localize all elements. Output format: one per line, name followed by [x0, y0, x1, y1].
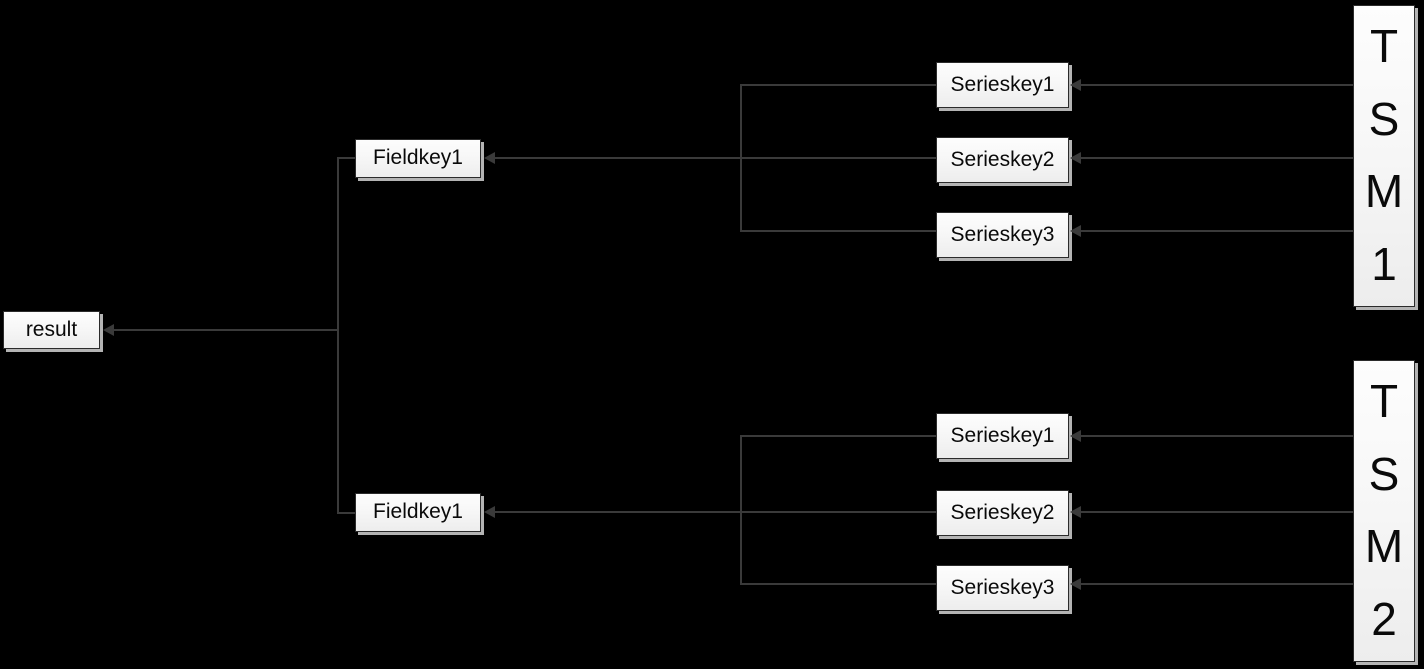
node-fieldkey-2[interactable]: Fieldkey1	[355, 493, 481, 532]
arrow-tsm2-to-serieskey-1	[1070, 430, 1081, 442]
arrow-tsm1-to-serieskey-3	[1070, 225, 1081, 237]
node-tsm2[interactable]: T S M 2	[1353, 360, 1415, 662]
edge-tsm2-serieskey-3	[1080, 583, 1353, 585]
node-tsm2-char-3: 2	[1371, 592, 1397, 645]
node-tsm2-char-2: M	[1364, 520, 1404, 573]
edge-serieskey-1-1	[740, 84, 937, 86]
arrow-tsm1-to-serieskey-1	[1070, 79, 1081, 91]
node-serieskey-2-3-label: Serieskey3	[950, 575, 1055, 599]
node-serieskey-1-2-label: Serieskey2	[950, 147, 1055, 171]
node-tsm1-char-3: 1	[1371, 237, 1397, 290]
node-serieskey-1-1[interactable]: Serieskey1	[936, 62, 1069, 108]
node-tsm1-char-1: S	[1368, 92, 1400, 145]
edge-fieldkey-2-trunk	[494, 511, 742, 513]
node-serieskey-2-2-label: Serieskey2	[950, 500, 1055, 524]
node-serieskey-1-1-label: Serieskey1	[950, 72, 1055, 96]
node-tsm2-char-0: T	[1369, 375, 1399, 428]
arrow-tsm2-to-serieskey-3	[1070, 578, 1081, 590]
edge-tsm2-serieskey-1	[1080, 435, 1353, 437]
edge-tsm1-serieskey-2	[1080, 157, 1353, 159]
bus-serieskeys-2	[740, 436, 742, 584]
node-serieskey-2-2[interactable]: Serieskey2	[936, 490, 1069, 536]
arrow-into-fieldkey-2	[484, 506, 495, 518]
bus-fieldkeys-cap-bottom	[337, 512, 357, 514]
arrow-tsm1-to-serieskey-2	[1070, 152, 1081, 164]
arrow-into-fieldkey-1	[484, 152, 495, 164]
node-result[interactable]: result	[3, 311, 100, 349]
node-tsm1-char-0: T	[1369, 20, 1399, 73]
edge-result-trunk	[113, 329, 339, 331]
edge-serieskey-1-3	[740, 230, 937, 232]
arrow-into-result	[103, 324, 114, 336]
node-result-label: result	[25, 317, 78, 341]
node-serieskey-2-1[interactable]: Serieskey1	[936, 413, 1069, 459]
node-tsm1[interactable]: T S M 1	[1353, 5, 1415, 307]
node-serieskey-2-3[interactable]: Serieskey3	[936, 565, 1069, 611]
edge-tsm1-serieskey-1	[1080, 84, 1353, 86]
edge-fieldkey-1-trunk	[494, 157, 742, 159]
node-fieldkey-1[interactable]: Fieldkey1	[355, 139, 481, 178]
node-tsm1-char-2: M	[1364, 165, 1404, 218]
edge-serieskey-2-1	[740, 435, 937, 437]
node-tsm2-char-1: S	[1368, 447, 1400, 500]
edge-serieskey-2-3	[740, 583, 937, 585]
node-serieskey-1-3-label: Serieskey3	[950, 222, 1055, 246]
arrow-tsm2-to-serieskey-2	[1070, 506, 1081, 518]
bus-fieldkeys-cap-top	[337, 157, 357, 159]
node-fieldkey-2-label: Fieldkey1	[373, 500, 463, 524]
edge-serieskey-1-2	[740, 157, 937, 159]
node-fieldkey-1-label: Fieldkey1	[373, 146, 463, 170]
node-serieskey-2-1-label: Serieskey1	[950, 423, 1055, 447]
node-serieskey-1-2[interactable]: Serieskey2	[936, 137, 1069, 183]
bus-fieldkeys	[337, 158, 339, 514]
edge-serieskey-2-2	[740, 511, 937, 513]
edge-tsm1-serieskey-3	[1080, 230, 1353, 232]
edge-tsm2-serieskey-2	[1080, 511, 1353, 513]
node-serieskey-1-3[interactable]: Serieskey3	[936, 212, 1069, 258]
